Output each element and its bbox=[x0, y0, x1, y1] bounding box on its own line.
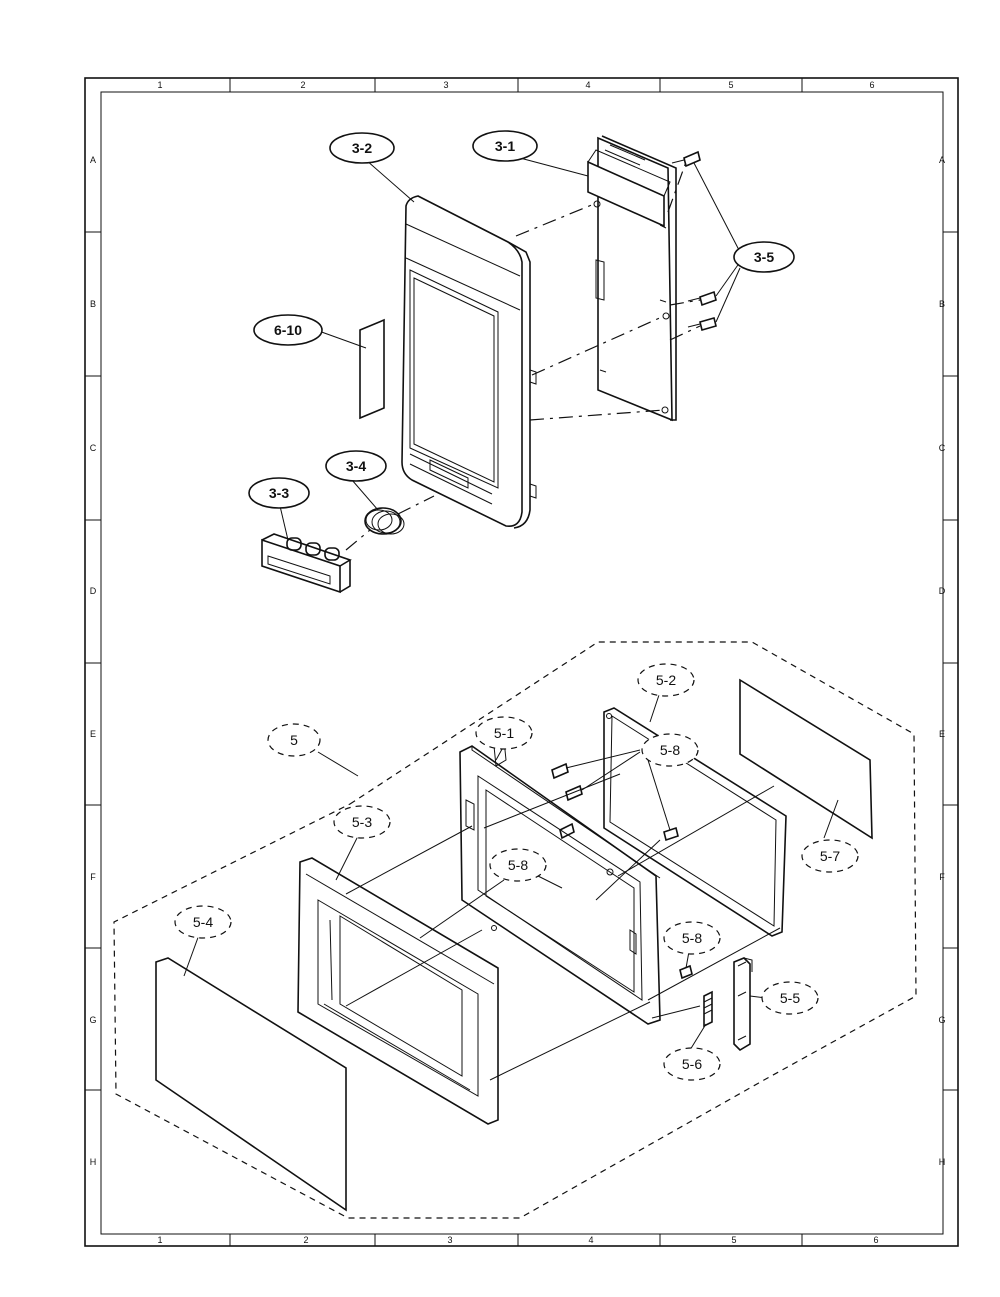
grid-row-label: F bbox=[939, 872, 945, 882]
callout-label: 6-10 bbox=[274, 322, 302, 338]
part-3-1-board bbox=[587, 135, 677, 422]
part-5-6-spring bbox=[703, 990, 713, 1028]
grid-col-label: 4 bbox=[588, 1235, 593, 1245]
grid-row-label: G bbox=[89, 1015, 96, 1025]
drawing-frame: 1 2 3 4 5 6 1 2 3 4 5 6 A B C D E F G H … bbox=[84, 77, 959, 1247]
grid-row-label: C bbox=[939, 443, 946, 453]
grid-row-label: A bbox=[939, 155, 945, 165]
callout-3-1: 3-1 bbox=[472, 130, 538, 162]
callout-3-4: 3-4 bbox=[325, 450, 387, 482]
callout-3-2: 3-2 bbox=[329, 132, 395, 164]
grid-row-label: F bbox=[90, 872, 96, 882]
callout-label: 3-4 bbox=[346, 458, 366, 474]
callout-label: 3-2 bbox=[352, 140, 372, 156]
grid-col-label: 5 bbox=[728, 80, 733, 90]
grid-col-label: 4 bbox=[585, 80, 590, 90]
grid-row-label: G bbox=[938, 1015, 945, 1025]
grid-row-label: E bbox=[939, 729, 945, 739]
part-5-7-sheet bbox=[739, 678, 873, 840]
door-assembly-boundary bbox=[113, 641, 917, 1219]
lower-connection-lines bbox=[345, 773, 781, 1081]
callout-3-3: 3-3 bbox=[248, 477, 310, 509]
callout-label: 5-5 bbox=[780, 990, 800, 1006]
grid-row-label: A bbox=[90, 155, 96, 165]
grid-col-label: 2 bbox=[303, 1235, 308, 1245]
part-5-5-latch bbox=[733, 957, 753, 1052]
callout-5-7: 5-7 bbox=[801, 839, 859, 873]
grid-col-label: 6 bbox=[869, 80, 874, 90]
part-3-3-release-button bbox=[261, 533, 352, 594]
callout-label: 3-1 bbox=[495, 138, 515, 154]
callout-5-3: 5-3 bbox=[333, 805, 391, 839]
grid-row-label: D bbox=[90, 586, 97, 596]
callout-label: 5-2 bbox=[656, 672, 676, 688]
callout-label: 5-7 bbox=[820, 848, 840, 864]
callout-5: 5 bbox=[267, 723, 321, 757]
callout-label: 5-8 bbox=[508, 857, 528, 873]
part-3-2-control-panel bbox=[401, 195, 537, 529]
part-6-10-label bbox=[359, 318, 385, 420]
grid-row-label: H bbox=[939, 1157, 946, 1167]
grid-row-label: D bbox=[939, 586, 946, 596]
grid-row-label: H bbox=[90, 1157, 97, 1167]
grid-col-label: 2 bbox=[300, 80, 305, 90]
callout-label: 3-5 bbox=[754, 249, 774, 265]
callout-5-6: 5-6 bbox=[663, 1047, 721, 1081]
callout-label: 5-1 bbox=[494, 725, 514, 741]
grid-col-label: 1 bbox=[157, 80, 162, 90]
grid-col-label: 5 bbox=[731, 1235, 736, 1245]
grid-col-label: 1 bbox=[157, 1235, 162, 1245]
callout-5-2: 5-2 bbox=[637, 663, 695, 697]
callout-label: 5-6 bbox=[682, 1056, 702, 1072]
callout-label: 5-3 bbox=[352, 814, 372, 830]
grid-row-label: B bbox=[939, 299, 945, 309]
callout-5-8-middle: 5-8 bbox=[489, 848, 547, 882]
part-5-3-door-frame bbox=[297, 857, 499, 1125]
grid-row-label: C bbox=[90, 443, 97, 453]
callout-5-5: 5-5 bbox=[761, 981, 819, 1015]
grid-row-label: B bbox=[90, 299, 96, 309]
callout-5-8-bottom: 5-8 bbox=[663, 921, 721, 955]
part-5-4-door-sheet bbox=[155, 957, 347, 1212]
callout-label: 5-8 bbox=[660, 742, 680, 758]
part-3-4-spring bbox=[364, 507, 405, 535]
grid-col-label: 6 bbox=[873, 1235, 878, 1245]
grid-col-label: 3 bbox=[447, 1235, 452, 1245]
grid-row-label: E bbox=[90, 729, 96, 739]
callout-5-1: 5-1 bbox=[475, 716, 533, 750]
part-5-1-door-chassis bbox=[459, 739, 661, 1025]
callout-label: 5 bbox=[290, 732, 298, 748]
grid-col-label: 3 bbox=[443, 80, 448, 90]
callout-3-5: 3-5 bbox=[733, 241, 795, 273]
callout-label: 5-4 bbox=[193, 914, 213, 930]
callout-6-10: 6-10 bbox=[253, 314, 323, 346]
callout-5-4: 5-4 bbox=[174, 905, 232, 939]
part-5-8-screws bbox=[551, 762, 693, 980]
upper-connection-lines bbox=[345, 161, 701, 551]
callout-5-8-top: 5-8 bbox=[641, 733, 699, 767]
callout-label: 5-8 bbox=[682, 930, 702, 946]
callout-label: 3-3 bbox=[269, 485, 289, 501]
